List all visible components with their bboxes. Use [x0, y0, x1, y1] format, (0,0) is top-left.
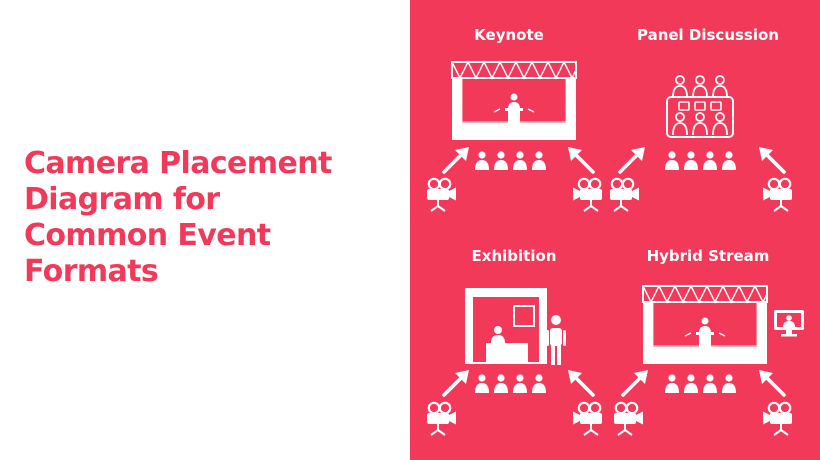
- keynote-camera-left-icon: [425, 177, 458, 213]
- hybrid-stage-icon: [642, 285, 768, 365]
- hybrid-stream-label: Hybrid Stream: [646, 247, 770, 265]
- diagram-panel: Keynote Panel Discussion Exhibition Hybr…: [410, 0, 820, 460]
- keynote-arrow-left-icon: [442, 145, 471, 174]
- title-line-3: Common Event: [24, 218, 271, 253]
- title-line-1: Camera Placement: [24, 146, 332, 181]
- hybrid-camera-right-icon: [763, 403, 792, 435]
- keynote-label: Keynote: [474, 26, 544, 44]
- exhibition-arrow-right-icon: [568, 370, 593, 395]
- page-title: Camera Placement Diagram for Common Even…: [24, 146, 404, 290]
- panel-audience-icon: [665, 151, 736, 170]
- panel-arrow-left-icon: [618, 145, 647, 174]
- hybrid-audience-icon: [665, 374, 736, 393]
- exhibition-label: Exhibition: [471, 247, 557, 265]
- exhibition-camera-left-icon: [425, 401, 458, 437]
- panel-table-icon: [666, 75, 734, 138]
- diagram-canvas: [425, 61, 804, 437]
- hybrid-arrow-right-icon: [759, 370, 784, 395]
- exhibition-audience-icon: [475, 374, 546, 393]
- hybrid-camera-left-icon: [612, 401, 645, 437]
- exhibition-standing-person-icon: [546, 315, 566, 365]
- keynote-stage-icon: [451, 61, 577, 141]
- keynote-arrow-right-icon: [568, 147, 593, 172]
- exhibition-arrow-left-icon: [442, 368, 471, 397]
- title-line-4: Formats: [24, 254, 159, 289]
- exhibition-camera-right-icon: [573, 403, 602, 435]
- keynote-audience-icon: [475, 151, 546, 170]
- hybrid-arrow-left-icon: [621, 368, 650, 397]
- title-line-2: Diagram for: [24, 182, 220, 217]
- keynote-camera-right-icon: [573, 179, 602, 211]
- title-area: Camera Placement Diagram for Common Even…: [24, 146, 404, 290]
- panel-camera-right-icon: [763, 179, 792, 211]
- panel-discussion-label: Panel Discussion: [636, 26, 779, 44]
- exhibition-booth-icon: [465, 288, 547, 364]
- panel-arrow-right-icon: [759, 147, 784, 172]
- panel-camera-left-icon: [608, 177, 641, 213]
- hybrid-monitor-icon: [774, 310, 804, 337]
